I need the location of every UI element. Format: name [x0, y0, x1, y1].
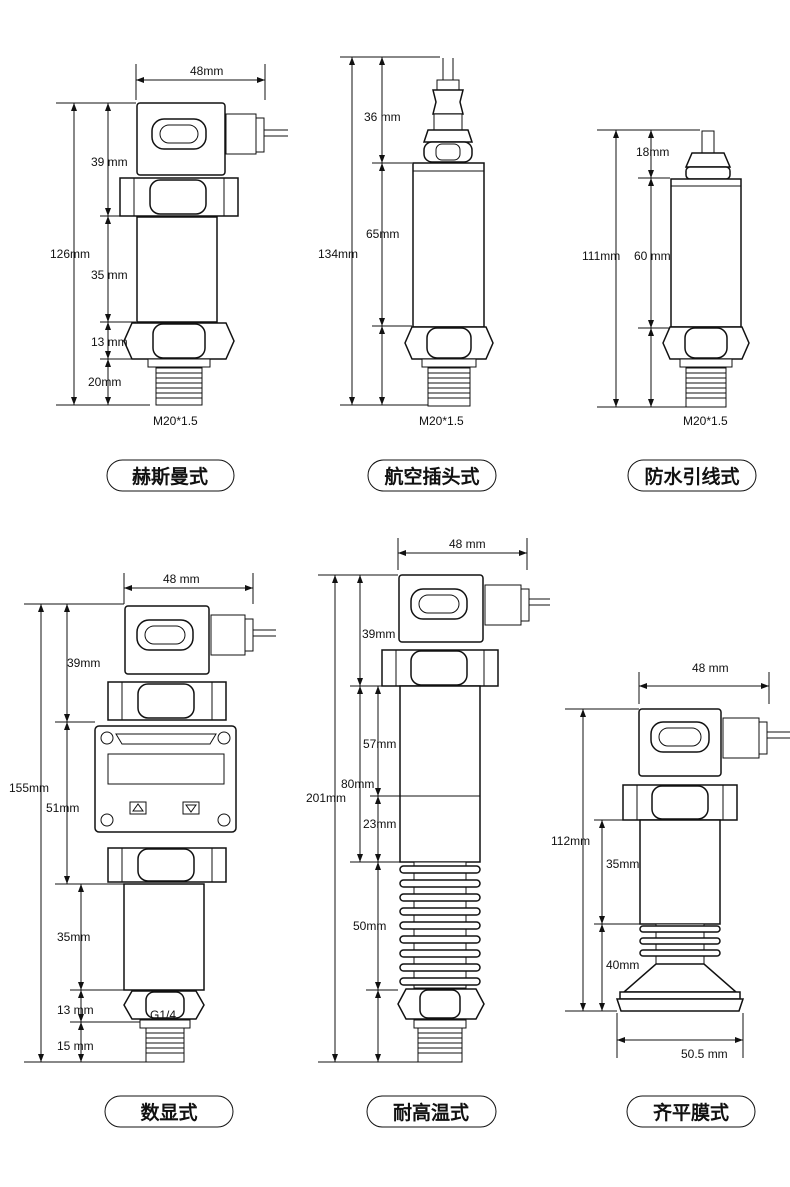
seg1-label: 35mm: [606, 857, 639, 871]
thread-label: M20*1.5: [683, 414, 728, 428]
width-label: 48mm: [190, 64, 223, 78]
total-label: 126mm: [50, 247, 90, 261]
total-label: 201mm: [306, 791, 346, 805]
caption-flush-frame: [626, 1095, 756, 1128]
seg1-label: 39 mm: [91, 155, 128, 169]
total-label: 111mm: [582, 249, 620, 263]
caption-flush: 齐平膜式: [653, 1101, 729, 1124]
seg2-label: 51mm: [46, 801, 79, 815]
width-label: 48 mm: [163, 572, 200, 586]
seg5-label: 15 mm: [57, 1039, 94, 1053]
caption-aviation: 航空插头式: [384, 465, 479, 488]
waterproof-drawing: M20*1.5 111mm 18mm 60 mm: [582, 129, 750, 428]
caption-waterproof: 防水引线式: [644, 465, 739, 488]
seg3-label: 13 mm: [91, 335, 128, 349]
cooling-fins: [399, 861, 481, 989]
seg4-label: 13 mm: [57, 1003, 94, 1017]
caption-hirschmann-frame: [106, 459, 235, 492]
thread-label: G1/4: [150, 1008, 176, 1022]
caption-hirschmann: 赫斯曼式: [132, 465, 208, 488]
flush-drawing: 48 mm 50.5 mm 112mm: [551, 661, 790, 1061]
seg2-label: 60 mm: [634, 249, 671, 263]
thread-label: M20*1.5: [419, 414, 464, 428]
high-temp-drawing: 48 mm: [306, 537, 550, 1063]
seg2-label: 80mm: [341, 777, 374, 791]
seg1-label: 39mm: [362, 627, 395, 641]
caption-row-2: 数显式 耐高温式 齐平膜式: [104, 1095, 756, 1128]
seg1-label: 39mm: [67, 656, 100, 670]
width-label: 48 mm: [449, 537, 486, 551]
total-label: 134mm: [318, 247, 358, 261]
seg2-label: 35 mm: [91, 268, 128, 282]
caption-digital: 数显式: [140, 1101, 197, 1124]
total-label: 155mm: [9, 781, 49, 795]
caption-high-temp: 耐高温式: [393, 1101, 469, 1124]
hirschmann-drawing: 48mm M20*1.5 126mm: [50, 64, 288, 428]
seg3-label: 57mm: [363, 737, 396, 751]
caption-aviation-frame: [367, 459, 497, 492]
seg4-label: 20mm: [88, 375, 121, 389]
thread-label: M20*1.5: [153, 414, 198, 428]
diameter-label: 50.5 mm: [681, 1047, 728, 1061]
seg3-label: 35mm: [57, 930, 90, 944]
aviation-drawing: M20*1.5 134mm 36 mm 65mm: [318, 56, 494, 428]
seg4-label: 23mm: [363, 817, 396, 831]
seg1-label: 18mm: [636, 145, 669, 159]
total-label: 112mm: [551, 834, 590, 848]
width-label: 48 mm: [692, 661, 729, 675]
seg1-label: 36 mm: [364, 110, 401, 124]
seg2-label: 40mm: [606, 958, 639, 972]
caption-digital-frame: [104, 1095, 234, 1128]
digital-drawing: 48 mm G1/4: [9, 572, 276, 1063]
caption-waterproof-frame: [627, 459, 757, 492]
caption-high-temp-frame: [366, 1095, 497, 1128]
caption-row-1: 赫斯曼式 航空插头式 防水引线式: [106, 459, 757, 492]
seg5-label: 50mm: [353, 919, 386, 933]
seg2-label: 65mm: [366, 227, 399, 241]
